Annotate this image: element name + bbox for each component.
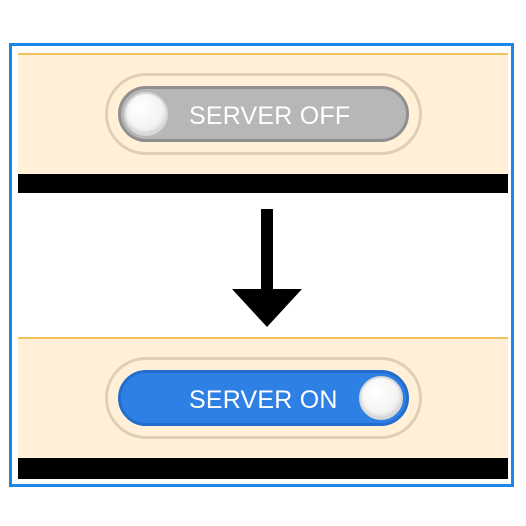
server-toggle-off[interactable]: SERVER OFF (118, 86, 409, 142)
server-toggle-container-off: SERVER OFF (105, 73, 422, 155)
down-arrow-icon (232, 209, 302, 327)
toggle-knob-icon[interactable] (359, 376, 403, 420)
server-toggle-label-on: SERVER ON (189, 386, 338, 414)
divider-bar-top (18, 174, 508, 193)
server-toggle-label-off: SERVER OFF (189, 102, 351, 130)
server-toggle-on[interactable]: SERVER ON (118, 370, 409, 426)
server-toggle-container-on: SERVER ON (105, 357, 422, 439)
illustration-frame: SERVER OFF SERVER ON (9, 43, 514, 487)
toggle-knob-icon[interactable] (124, 92, 168, 136)
server-off-panel: SERVER OFF (18, 53, 508, 174)
divider-bar-bottom (18, 458, 508, 479)
server-on-panel: SERVER ON (18, 337, 508, 458)
